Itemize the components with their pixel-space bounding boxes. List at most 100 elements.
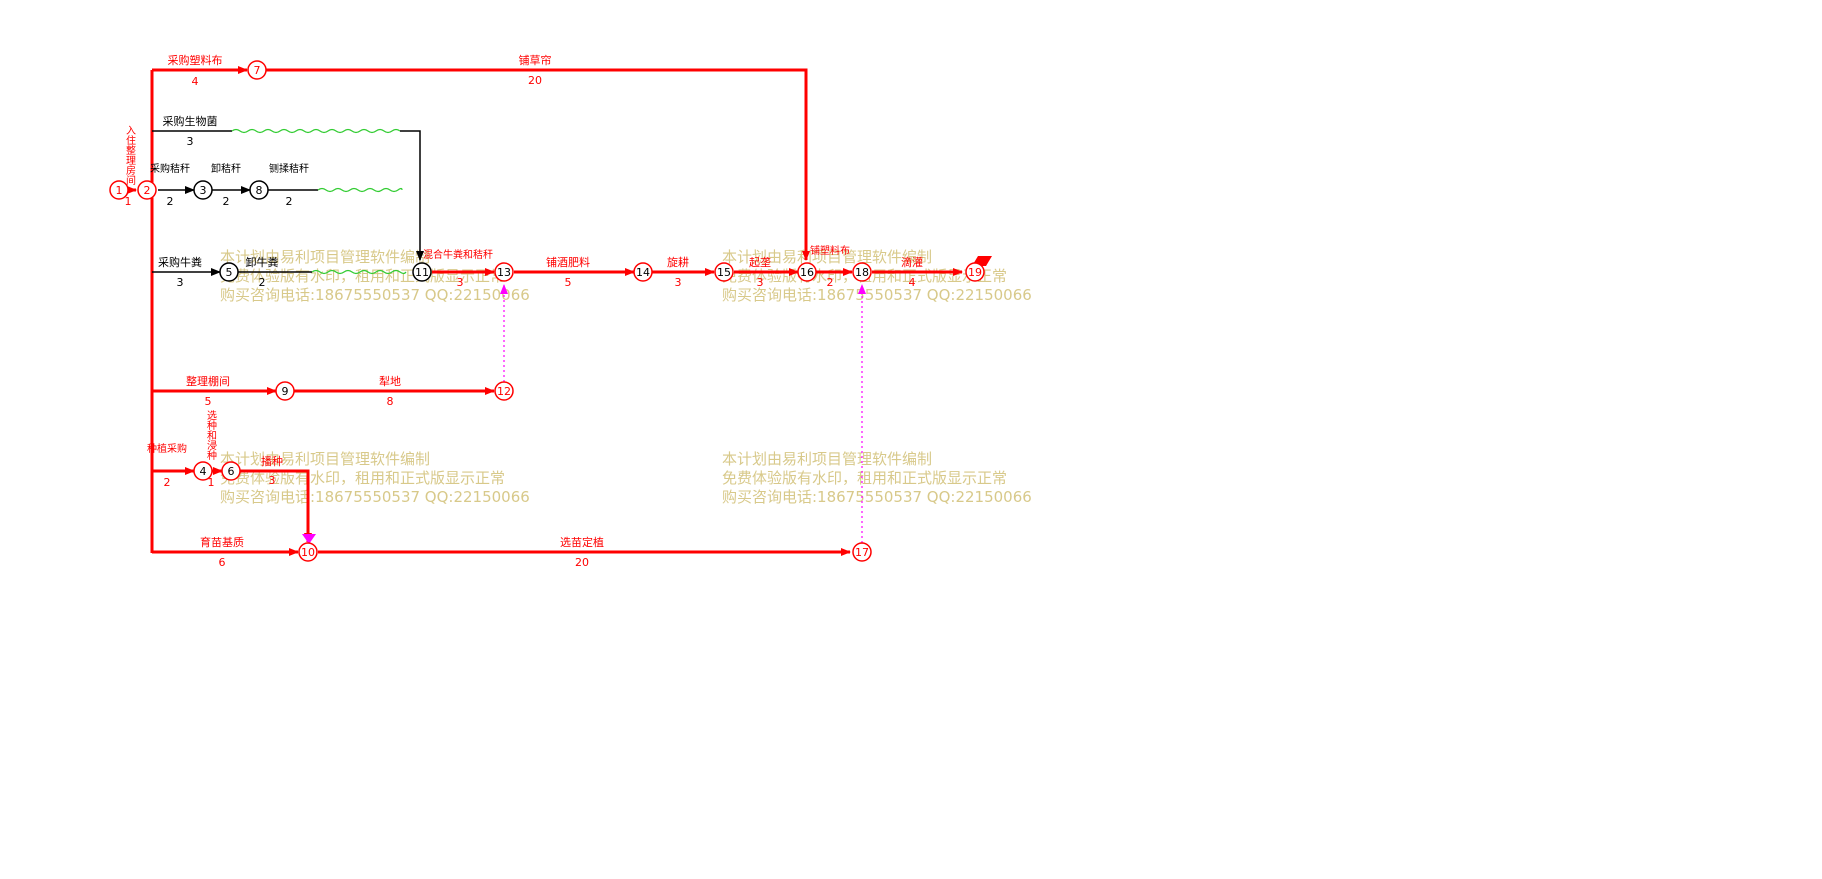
edge-bio-11 (400, 130, 424, 261)
activity-name: 采购塑料布 (168, 53, 223, 67)
activity-duration: 5 (565, 276, 572, 289)
node-number: 19 (968, 266, 982, 279)
activity-name: 滴灌 (901, 255, 923, 269)
edge-6-10 (240, 469, 312, 543)
node-number: 4 (200, 465, 207, 478)
node-7: 7 (247, 60, 267, 80)
activity-name: 入住整理房间 (124, 125, 136, 186)
activity-name: 混合牛粪和秸秆 (423, 248, 493, 261)
activity-duration: 2 (259, 276, 266, 289)
activity-name: 选苗定植 (560, 535, 604, 549)
node-17: 17 (852, 542, 872, 562)
activity-duration: 3 (269, 474, 276, 487)
node-10: 10 (298, 542, 318, 562)
node-number: 14 (636, 266, 650, 279)
node-2: 2 (137, 180, 157, 200)
activity-duration: 2 (167, 195, 174, 208)
activity-duration: 1 (208, 476, 215, 489)
activity-duration: 8 (387, 395, 394, 408)
dummy-marker-10 (302, 534, 316, 544)
watermark-line3: 购买咨询电话:18675550537 QQ:22150066 (220, 286, 530, 304)
activity-name: 铺酒肥料 (546, 255, 590, 269)
watermark-block-2: 本计划由易利项目管理软件编制 免费体验版有水印，租用和正式版显示正常 购买咨询电… (722, 248, 1032, 304)
activity-duration: 2 (164, 476, 171, 489)
edge-5-float (311, 269, 407, 275)
activity-name: 播种 (261, 454, 283, 468)
activity-name: 采购秸秆 (150, 162, 190, 175)
watermark-line1: 本计划由易利项目管理软件编制 (220, 248, 430, 266)
node-13: 13 (494, 262, 514, 282)
activity-duration: 3 (457, 276, 464, 289)
activity-duration: 3 (177, 276, 184, 289)
watermark-line3: 购买咨询电话:18675550537 QQ:22150066 (722, 286, 1032, 304)
watermark-line3: 购买咨询电话:18675550537 QQ:22150066 (220, 488, 530, 506)
node-9: 9 (275, 381, 295, 401)
watermark-line1: 本计划由易利项目管理软件编制 (722, 450, 932, 468)
node-number: 13 (497, 266, 511, 279)
activity-duration: 3 (675, 276, 682, 289)
node-number: 11 (415, 266, 429, 279)
watermark-line2: 免费体验版有水印，租用和正式版显示正常 (220, 469, 505, 487)
node-16: 16 (797, 262, 817, 282)
activity-name: 犁地 (379, 374, 401, 388)
activity-duration: 3 (187, 135, 194, 148)
activity-name: 铡揉秸秆 (269, 162, 309, 175)
activity-duration: 2 (223, 195, 230, 208)
node-number: 17 (855, 546, 869, 559)
node-8: 8 (249, 180, 269, 200)
watermark-block-4: 本计划由易利项目管理软件编制 免费体验版有水印，租用和正式版显示正常 购买咨询电… (722, 450, 1032, 506)
activity-duration: 2 (286, 195, 293, 208)
activity-duration: 5 (205, 395, 212, 408)
activity-name: 采购生物菌 (163, 114, 218, 128)
node-number: 10 (301, 546, 315, 559)
node-number: 12 (497, 385, 511, 398)
node-number: 16 (800, 266, 814, 279)
node-number: 9 (282, 385, 289, 398)
activity-name: 起垄 (749, 255, 771, 269)
node-14: 14 (633, 262, 653, 282)
edge-7-16 (266, 68, 810, 261)
node-15: 15 (714, 262, 734, 282)
activity-name: 铺草帘 (519, 53, 552, 67)
edges (127, 66, 963, 556)
activity-name: 种植采购 (147, 442, 187, 455)
activity-name: 采购牛粪 (158, 255, 202, 269)
node-6: 6 (221, 461, 241, 481)
watermark-block-3: 本计划由易利项目管理软件编制 免费体验版有水印，租用和正式版显示正常 购买咨询电… (220, 450, 530, 506)
activity-name: 选种和浸种 (205, 409, 217, 461)
activity-name: 卸牛粪 (246, 255, 279, 269)
activity-duration: 4 (909, 276, 916, 289)
activity-name: 卸秸秆 (211, 162, 241, 175)
activity-duration: 2 (827, 276, 834, 289)
node-12: 12 (494, 381, 514, 401)
watermark-line3: 购买咨询电话:18675550537 QQ:22150066 (722, 488, 1032, 506)
node-number: 8 (256, 184, 263, 197)
activity-duration: 1 (125, 195, 132, 208)
node-3: 3 (193, 180, 213, 200)
activity-duration: 3 (757, 276, 764, 289)
node-number: 15 (717, 266, 731, 279)
activity-name: 育苗基质 (200, 535, 244, 549)
node-number: 5 (226, 266, 233, 279)
node-4: 4 (193, 461, 213, 481)
node-18: 18 (852, 262, 872, 282)
edge-bio-float (231, 128, 401, 134)
activity-duration: 6 (219, 556, 226, 569)
watermark-line1: 本计划由易利项目管理软件编制 (220, 450, 430, 468)
activity-labels: 入住整理房间 1 采购塑料布 4 铺草帘 20 采购生物菌 3 采购秸秆 2 卸… (124, 53, 924, 569)
activity-name: 旋耕 (667, 255, 689, 269)
node-number: 18 (855, 266, 869, 279)
watermark-line1: 本计划由易利项目管理软件编制 (722, 248, 932, 266)
node-5: 5 (219, 262, 239, 282)
activity-name: 铺塑料布 (810, 244, 850, 257)
activity-duration: 4 (192, 75, 199, 88)
node-1: 1 (109, 180, 129, 200)
node-11: 11 (412, 262, 432, 282)
node-number: 7 (254, 64, 261, 77)
nodes: 1 2 3 4 5 6 7 8 9 10 11 12 13 14 15 16 1… (109, 60, 985, 562)
activity-duration: 20 (575, 556, 589, 569)
node-19: 19 (965, 262, 985, 282)
activity-name: 整理棚间 (186, 374, 230, 388)
